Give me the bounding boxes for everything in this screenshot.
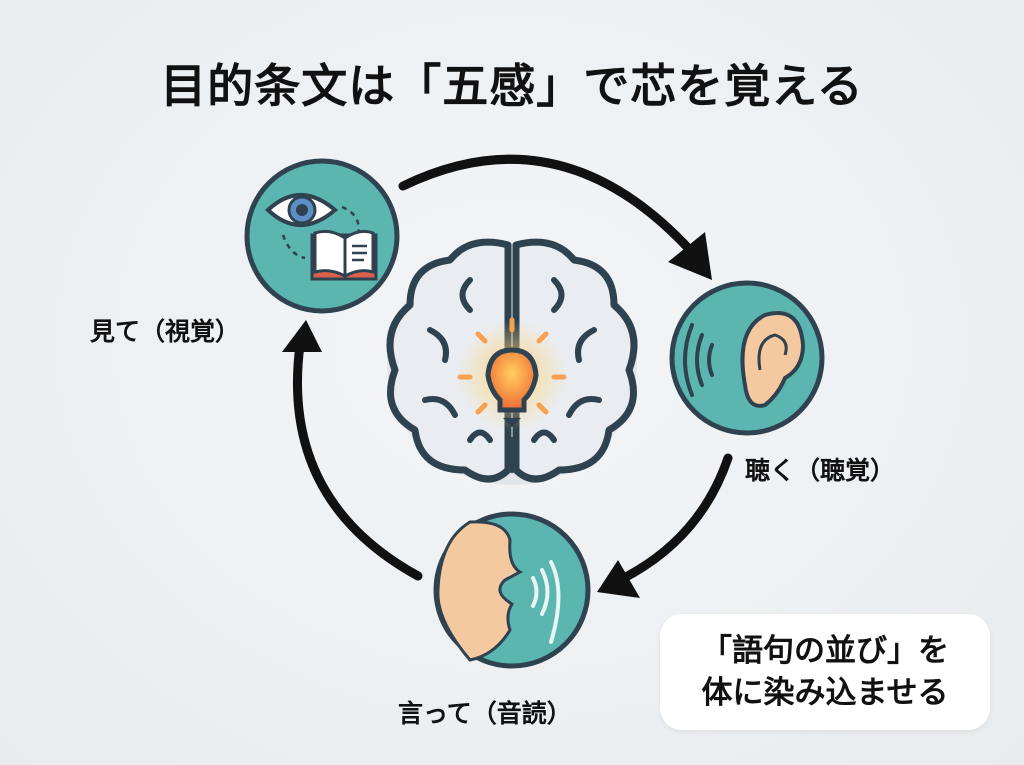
eye-icon: [265, 193, 339, 227]
arrowhead-icon: [597, 560, 640, 598]
callout-box: 「語句の並び」を 体に染み込ませる: [660, 614, 990, 730]
hearing-circle: [669, 280, 825, 436]
ear-icon: [740, 311, 806, 408]
sense-label-speaking: 言って（音読）: [398, 699, 572, 728]
arrowhead-icon: [668, 232, 712, 280]
sight-circle: [244, 158, 400, 314]
arrow-see-to-hear: [398, 154, 695, 255]
arrow-say-to-see: [293, 340, 423, 581]
callout-line-2: 体に染み込ませる: [701, 675, 949, 711]
arrow-hear-to-say: [615, 453, 733, 585]
speaking-circle: [433, 511, 591, 669]
cycle-arrows: [293, 154, 733, 585]
voice-waves-icon: [531, 560, 561, 644]
callout-line-1: 「語句の並び」を: [701, 633, 949, 669]
arrowhead-icon: [282, 320, 322, 352]
face-icon: [436, 520, 524, 662]
page-title: 目的条文は「五感」で芯を覚える: [160, 59, 864, 113]
sound-waves-icon: [683, 323, 714, 397]
brain-lightbulb-icon: [386, 238, 638, 485]
sense-label-sight: 見て（視覚）: [90, 317, 241, 346]
sense-label-hearing: 聴く（聴覚）: [745, 456, 896, 485]
book-icon: [310, 229, 378, 281]
